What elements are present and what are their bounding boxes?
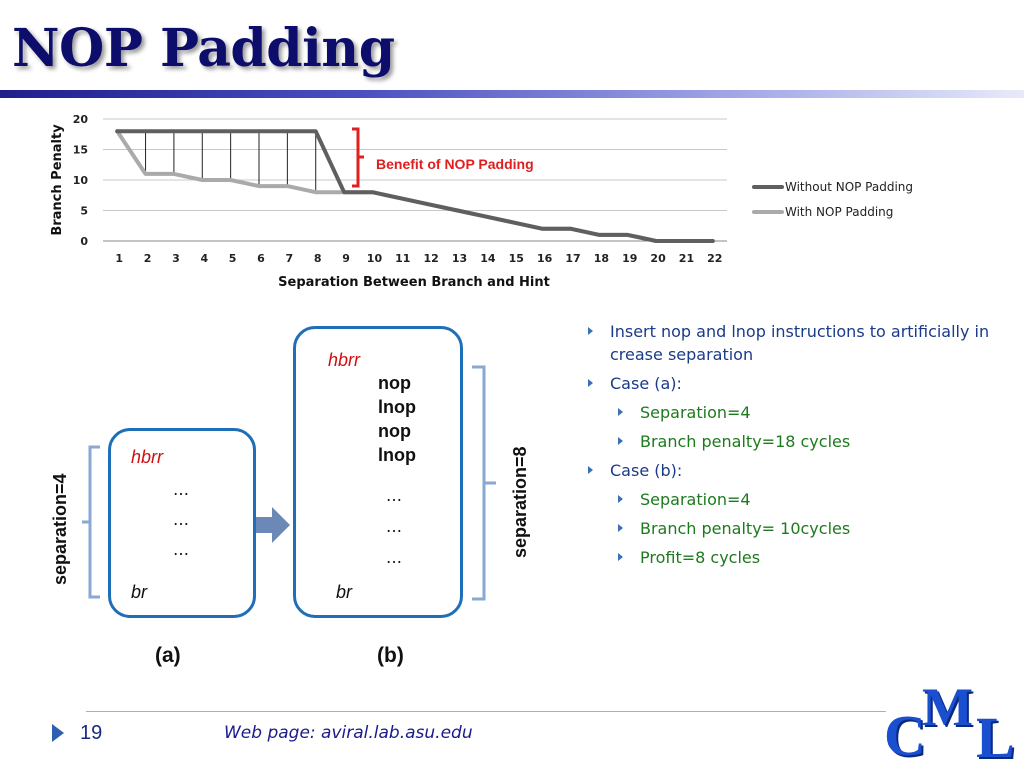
bullet-text: Insert nop and lnop instructions to arti… <box>610 322 990 364</box>
x-tick-label: 2 <box>144 252 152 265</box>
bullet-text: Branch penalty= 10cycles <box>640 519 851 538</box>
series-line <box>115 129 715 243</box>
x-tick-label: 19 <box>622 252 637 265</box>
bracket-a <box>82 445 100 599</box>
footer-divider <box>86 711 886 712</box>
cml-logo: C M L <box>878 676 1024 770</box>
code-line: br <box>336 582 353 602</box>
x-tick-label: 15 <box>509 252 524 265</box>
y-tick-label: 10 <box>73 174 89 187</box>
code-line: nop <box>378 373 411 393</box>
logo-letter-m: M <box>922 677 973 737</box>
ellipsis-line: … <box>386 517 404 536</box>
x-tick-label: 4 <box>200 252 208 265</box>
x-tick-label: 10 <box>367 252 383 265</box>
footer-arrow-icon <box>52 724 64 742</box>
bullet-item: Branch penalty=18 cycles <box>584 430 1014 453</box>
case-label-a: (a) <box>155 644 181 667</box>
ellipsis-line: … <box>173 510 191 529</box>
ellipsis-line: … <box>173 480 191 499</box>
separation-label-a: separation=4 <box>50 473 70 585</box>
transform-arrow-icon <box>256 507 290 543</box>
bullet-item: Case (b): <box>584 459 1014 482</box>
bullet-text: Branch penalty=18 cycles <box>640 432 851 451</box>
bullet-text: Separation=4 <box>640 490 751 509</box>
bullet-text: Separation=4 <box>640 403 751 422</box>
bullet-item: Separation=4 <box>584 401 1014 424</box>
series-line <box>115 129 715 243</box>
y-tick-label: 5 <box>80 205 88 218</box>
bullet-item: Case (a): <box>584 372 1014 395</box>
y-tick-label: 0 <box>80 235 88 248</box>
footer-web-page: Web page: aviral.lab.asu.edu <box>224 723 473 743</box>
y-tick-label: 15 <box>73 144 88 157</box>
code-line: hbrr <box>328 350 361 370</box>
x-tick-label: 7 <box>286 252 294 265</box>
case-label-b: (b) <box>377 644 404 667</box>
title-underline-bar <box>0 90 1024 98</box>
separation-label-b: separation=8 <box>510 446 530 558</box>
x-tick-label: 6 <box>257 252 265 265</box>
bullet-list: Insert nop and lnop instructions to arti… <box>584 320 1014 575</box>
legend-label: With NOP Padding <box>785 205 893 219</box>
bullet-item: Separation=4 <box>584 488 1014 511</box>
bullet-text: Case (b): <box>610 461 683 480</box>
x-tick-label: 18 <box>594 252 609 265</box>
bullet-triangle-icon <box>618 553 623 561</box>
benefit-annotation: Benefit of NOP Padding <box>376 156 534 172</box>
x-tick-label: 12 <box>424 252 439 265</box>
x-tick-label: 21 <box>679 252 694 265</box>
x-tick-label: 20 <box>650 252 666 265</box>
benefit-difference-lines <box>145 131 317 193</box>
code-line: br <box>131 582 148 602</box>
bullet-item: Insert nop and lnop instructions to arti… <box>584 320 1014 366</box>
y-axis-label: Branch Penalty <box>50 124 65 236</box>
x-tick-label: 3 <box>172 252 180 265</box>
ellipsis-line: … <box>173 540 191 559</box>
code-line: nop <box>378 421 411 441</box>
x-tick-label: 17 <box>565 252 580 265</box>
chart-series <box>115 129 715 243</box>
legend-label: Without NOP Padding <box>785 180 913 194</box>
x-tick-label: 16 <box>537 252 553 265</box>
x-tick-label: 22 <box>707 252 722 265</box>
bracket-b <box>472 365 496 601</box>
bullet-text: Case (a): <box>610 374 682 393</box>
bullet-triangle-icon <box>588 379 593 387</box>
y-tick-labels: 0 5 10 15 20 <box>73 113 89 248</box>
benefit-bracket <box>352 127 364 188</box>
bullet-triangle-icon <box>588 327 593 335</box>
logo-letter-c: C <box>884 703 926 768</box>
x-tick-label: 5 <box>229 252 237 265</box>
bullet-triangle-icon <box>618 495 623 503</box>
logo-letter-l: L <box>976 705 1015 770</box>
code-line: lnop <box>378 445 416 465</box>
code-line: hbrr <box>131 447 164 467</box>
bullet-item: Branch penalty= 10cycles <box>584 517 1014 540</box>
bullet-triangle-icon <box>618 437 623 445</box>
x-tick-label: 8 <box>314 252 322 265</box>
bullet-text: Profit=8 cycles <box>640 548 761 567</box>
x-tick-label: 14 <box>480 252 496 265</box>
x-tick-label: 9 <box>342 252 350 265</box>
bullet-item: Profit=8 cycles <box>584 546 1014 569</box>
x-axis-label: Separation Between Branch and Hint <box>278 275 550 290</box>
x-tick-label: 13 <box>452 252 467 265</box>
code-box-a: hbrr … … … br <box>108 428 256 618</box>
y-tick-label: 20 <box>73 113 89 126</box>
bullet-triangle-icon <box>588 466 593 474</box>
ellipsis-line: … <box>386 548 404 567</box>
page-number: 19 <box>80 722 103 744</box>
x-tick-label: 11 <box>395 252 410 265</box>
bullet-triangle-icon <box>618 524 623 532</box>
slide-title: NOP Padding <box>12 18 395 79</box>
ellipsis-line: … <box>386 486 404 505</box>
code-line: lnop <box>378 397 416 417</box>
bullet-triangle-icon <box>618 408 623 416</box>
x-tick-label: 1 <box>115 252 123 265</box>
